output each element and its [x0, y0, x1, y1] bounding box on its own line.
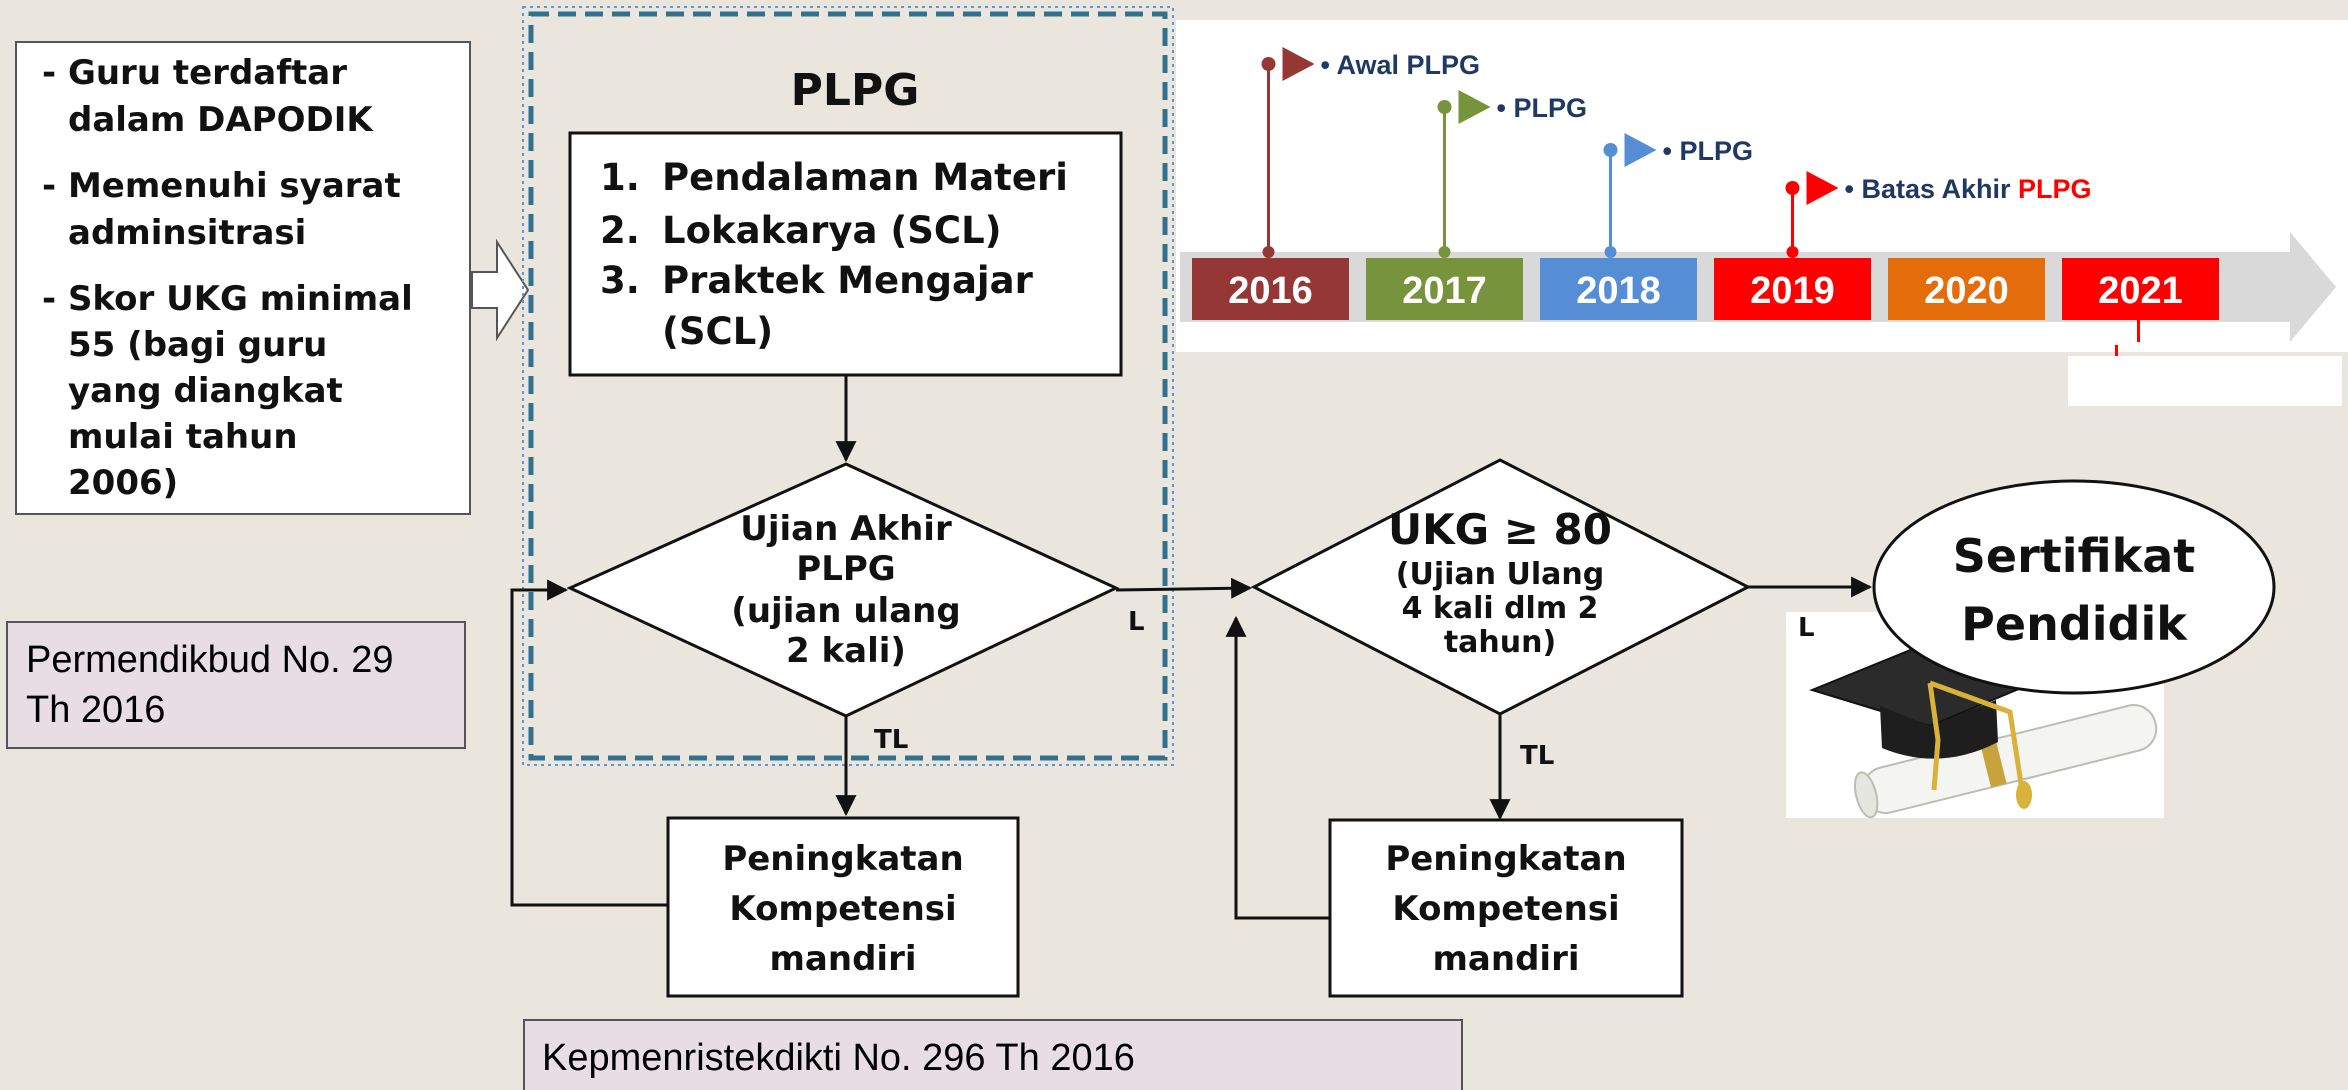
plpg-exam-line-4: 2 kali)	[786, 631, 906, 671]
ukg-decision-line-3: 4 kali dlm 2	[1402, 591, 1599, 626]
kepmen-note: Kepmenristekdikti No. 296 Th 2016	[523, 1019, 1463, 1090]
requirement-2-line-1: - Memenuhi syarat	[42, 166, 401, 206]
milestone-text: • Batas Akhir	[1845, 174, 2019, 204]
ukg-decision-line-2: (Ujian Ulang	[1396, 557, 1604, 592]
timeline-year-2016: 2016	[1192, 258, 1349, 320]
timeline-year-2018: 2018	[1540, 258, 1697, 320]
timeline-year-2021: 2021	[2062, 258, 2219, 320]
plpg-frame	[528, 11, 1168, 761]
plpg-exam-line-3: (ujian ulang	[731, 591, 960, 631]
plpg-step-1-number: 1.	[600, 156, 640, 199]
requirements-box: - Guru terdaftar dalam DAPODIK - Memenuh…	[15, 41, 471, 515]
ukg-decision-line-1: UKG ≥ 80	[1388, 505, 1612, 554]
ukg-remedial-box: Peningkatan Kompetensi mandiri	[1328, 818, 1684, 998]
plpg-step-2-number: 2.	[600, 209, 640, 252]
milestone-text: • PLPG	[1663, 136, 1753, 166]
timeline-year-2019: 2019	[1714, 258, 1871, 320]
requirement-1-line-2: dalam DAPODIK	[68, 100, 374, 140]
connector-ukg-retry-loop	[1225, 615, 1330, 920]
requirement-3-line-2: 55 (bagi guru	[68, 325, 327, 365]
plpg-exam-line-1: Ujian Akhir	[740, 509, 952, 549]
timeline-year-label: 2018	[1576, 270, 1661, 312]
ukg-remedial-line-2: Kompetensi	[1392, 889, 1619, 929]
plpg-step-1-label: Pendalaman Materi	[662, 156, 1068, 199]
ukg-remedial-line-3: mandiri	[1433, 939, 1580, 979]
timeline-year-2020: 2020	[1888, 258, 2045, 320]
timeline-year-label: 2019	[1750, 270, 1835, 312]
timeline-year-label: 2017	[1402, 270, 1487, 312]
connector-plpg-retry-loop	[510, 579, 668, 907]
timeline-milestone-label: • PLPG	[1663, 136, 1753, 166]
ukg-decision: UKG ≥ 80 (Ujian Ulang 4 kali dlm 2 tahun…	[1250, 458, 1752, 716]
permendikbud-line-1: Permendikbud No. 29	[26, 639, 394, 681]
requirement-3-line-1: - Skor UKG minimal	[42, 279, 413, 319]
requirement-2-line-2: adminsitrasi	[68, 213, 306, 253]
connector-plpg-pass	[1115, 577, 1253, 599]
timeline: 2016 2017 2018 2019 2020 2021 • Awal PLPG • PL…	[1176, 20, 2348, 406]
plpg-remedial-box: Peningkatan Kompetensi mandiri	[666, 816, 1020, 998]
plpg-steps-box: 1. Pendalaman Materi 2. Lokakarya (SCL) …	[568, 131, 1123, 377]
ukg-pass-label: L	[1798, 613, 1815, 643]
timeline-milestone-2016: • Awal PLPG	[1261, 47, 1481, 258]
ukg-remedial-line-1: Peningkatan	[1385, 839, 1626, 879]
plpg-step-3-label: Praktek Mengajar	[662, 259, 1034, 302]
milestone-highlight: PLPG	[2018, 174, 2092, 204]
milestone-text: • PLPG	[1497, 93, 1587, 123]
permendikbud-note: Permendikbud No. 29 Th 2016	[6, 621, 466, 749]
plpg-exam-decision: Ujian Akhir PLPG (ujian ulang 2 kali)	[566, 462, 1120, 718]
requirement-1-line-1: - Guru terdaftar	[42, 53, 347, 93]
plpg-step-3-label-cont: (SCL)	[662, 310, 773, 353]
timeline-year-label: 2016	[1228, 270, 1313, 312]
timeline-years: 2016 2017 2018 2019 2020 2021	[1192, 258, 2219, 320]
block-arrow-right	[471, 238, 530, 342]
timeline-milestone-label: • PLPG	[1497, 93, 1587, 123]
plpg-fail-label: TL	[874, 725, 908, 755]
timeline-milestone-2019: • Batas Akhir PLPG	[1785, 171, 2092, 258]
kepmen-text: Kepmenristekdikti No. 296 Th 2016	[542, 1037, 1135, 1079]
permendikbud-line-2: Th 2016	[26, 689, 165, 731]
timeline-milestone-2018: • PLPG	[1603, 133, 1753, 258]
ukg-fail-label: TL	[1520, 741, 1554, 771]
requirement-3-line-5: 2006)	[68, 463, 178, 503]
timeline-milestone-2017: • PLPG	[1437, 90, 1587, 258]
timeline-milestone-label: • Batas Akhir PLPG	[1845, 174, 2092, 204]
plpg-remedial-line-3: mandiri	[770, 939, 917, 979]
timeline-milestone-label: • Awal PLPG	[1321, 50, 1481, 80]
requirement-3-line-3: yang diangkat	[68, 371, 343, 411]
plpg-remedial-line-2: Kompetensi	[729, 889, 956, 929]
plpg-remedial-line-1: Peningkatan	[722, 839, 963, 879]
plpg-step-3-number: 3.	[600, 259, 640, 302]
timeline-year-label: 2020	[1924, 270, 2009, 312]
requirement-3-line-4: mulai tahun	[68, 417, 298, 457]
plpg-title: PLPG	[791, 65, 920, 116]
timeline-year-label: 2021	[2098, 270, 2183, 312]
plpg-step-2-label: Lokakarya (SCL)	[662, 209, 1002, 252]
plpg-pass-label: L	[1128, 607, 1145, 637]
timeline-year-2017: 2017	[1366, 258, 1523, 320]
ukg-decision-line-4: tahun)	[1444, 625, 1556, 660]
plpg-exam-line-2: PLPG	[796, 549, 895, 589]
certificate-line-1: Sertifikat	[1953, 529, 2196, 583]
certificate-line-2: Pendidik	[1961, 597, 2188, 651]
certificate-node: Sertifikat Pendidik	[1872, 479, 2276, 695]
milestone-text: • Awal PLPG	[1321, 50, 1481, 80]
